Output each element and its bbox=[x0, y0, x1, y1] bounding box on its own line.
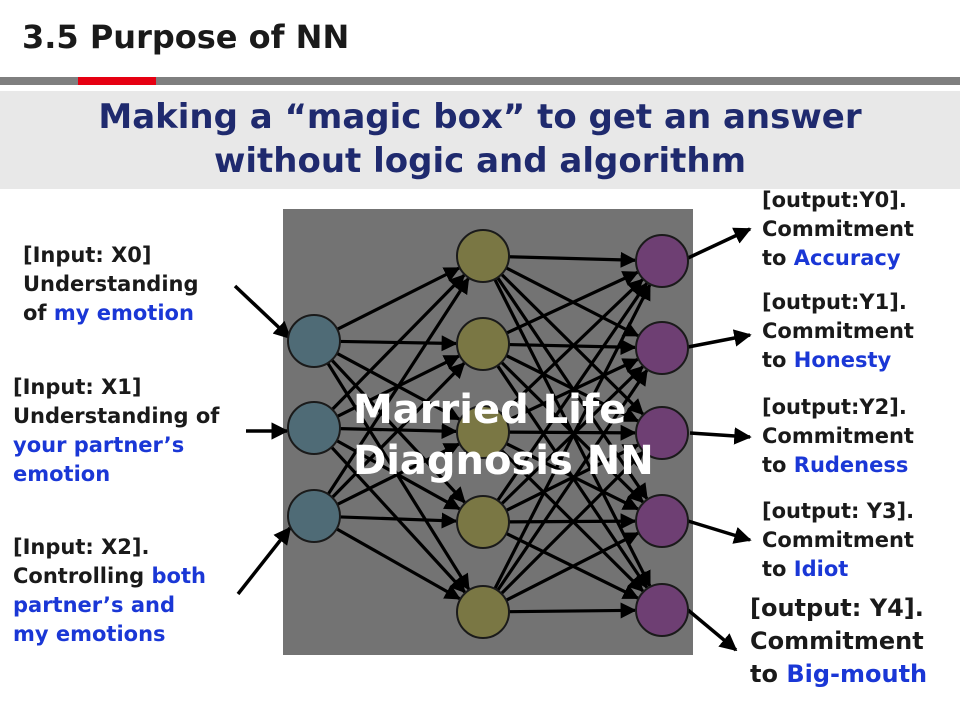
title-rule-accent bbox=[78, 77, 156, 85]
input-x0-prefix: of bbox=[23, 301, 54, 325]
connection-input1-hidden0 bbox=[331, 274, 466, 411]
input-x1-highlight-2: emotion bbox=[13, 462, 111, 486]
output-node-2 bbox=[635, 406, 689, 460]
output-y0-tag: [output:Y0]. bbox=[762, 188, 907, 212]
output-y1-highlight: Honesty bbox=[793, 348, 892, 372]
connection-hidden4-output4 bbox=[508, 602, 637, 619]
output-y2-tag: [output:Y2]. bbox=[762, 395, 907, 419]
output-node-4 bbox=[635, 583, 689, 637]
output-y3-prefix: to bbox=[762, 557, 794, 581]
input-x2-highlight-2: partner’s and bbox=[13, 593, 175, 617]
hidden-node-3 bbox=[456, 495, 510, 549]
output-y0-text: Commitment bbox=[762, 217, 914, 241]
input-x0-tag: [Input: X0] bbox=[23, 243, 152, 267]
connection-hidden2-output0 bbox=[500, 278, 644, 416]
output-arrow-y2 bbox=[689, 427, 752, 445]
connection-hidden3-output2 bbox=[505, 443, 640, 512]
output-arrow-y4 bbox=[686, 608, 738, 652]
banner: Making a “magic box” to get an answer wi… bbox=[0, 91, 960, 189]
output-arrow-y3 bbox=[687, 519, 752, 544]
connection-input2-hidden1 bbox=[331, 362, 466, 499]
input-arrow-x2 bbox=[236, 526, 292, 596]
connection-input2-hidden2 bbox=[336, 442, 461, 506]
output-y3-highlight: Idiot bbox=[793, 557, 849, 581]
output-y1-tag: [output:Y1]. bbox=[762, 290, 907, 314]
output-y3-text: Commitment bbox=[762, 528, 914, 552]
connection-hidden3-output0 bbox=[496, 281, 649, 502]
input-x1-highlight: your partner’s bbox=[13, 433, 185, 457]
output-y2-highlight: Rudeness bbox=[793, 453, 909, 477]
output-arrow-y1 bbox=[687, 329, 752, 349]
input-x2-highlight-3: my emotions bbox=[13, 622, 166, 646]
connection-hidden0-output0 bbox=[508, 251, 637, 268]
input-x2-highlight: both bbox=[151, 564, 206, 588]
output-label-y3: [output: Y3]. Commitment to Idiot bbox=[762, 497, 914, 584]
input-node-1 bbox=[287, 401, 341, 455]
output-y3-tag: [output: Y3]. bbox=[762, 499, 915, 523]
input-x0-highlight: my emotion bbox=[53, 301, 194, 325]
connection-input2-hidden4 bbox=[335, 527, 461, 601]
hidden-node-2 bbox=[456, 405, 510, 459]
output-label-y4: [output: Y4]. Commitment to Big-mouth bbox=[750, 592, 927, 691]
output-label-y1: [output:Y1]. Commitment to Honesty bbox=[762, 288, 914, 375]
input-label-x1: [Input: X1] Understanding of your partne… bbox=[13, 373, 219, 489]
input-label-x0: [Input: X0] Understanding of my emotion bbox=[23, 241, 199, 328]
connection-input2-hidden3 bbox=[339, 512, 458, 529]
hidden-node-4 bbox=[456, 585, 510, 639]
input-node-0 bbox=[287, 314, 341, 368]
slide-title: 3.5 Purpose of NN bbox=[22, 18, 350, 56]
output-y4-prefix: to bbox=[750, 660, 787, 688]
input-x1-text: Understanding of bbox=[13, 404, 220, 428]
hidden-node-1 bbox=[456, 317, 510, 371]
output-arrow-y0 bbox=[687, 227, 752, 260]
connection-hidden4-output2 bbox=[500, 450, 645, 595]
connection-input0-hidden0 bbox=[336, 266, 461, 331]
output-label-y2: [output:Y2]. Commitment to Rudeness bbox=[762, 393, 914, 480]
banner-line-1: Making a “magic box” to get an answer bbox=[98, 97, 862, 137]
output-y0-highlight: Accuracy bbox=[793, 246, 901, 270]
input-x1-tag: [Input: X1] bbox=[13, 375, 142, 399]
input-x2-prefix: Controlling bbox=[13, 564, 152, 588]
output-y0-prefix: to bbox=[762, 246, 794, 270]
input-x2-tag: [Input: X2]. bbox=[13, 535, 150, 559]
input-label-x2: [Input: X2]. Controlling both partner’s … bbox=[13, 533, 206, 649]
output-y2-text: Commitment bbox=[762, 424, 914, 448]
connection-input2-hidden0 bbox=[326, 277, 470, 496]
network-name-line-2: Diagnosis NN bbox=[353, 438, 654, 484]
output-node-0 bbox=[635, 234, 689, 288]
connection-hidden4-output1 bbox=[496, 369, 649, 592]
output-node-1 bbox=[635, 321, 689, 375]
connection-hidden1-output0 bbox=[505, 270, 639, 335]
banner-line-2: without logic and algorithm bbox=[213, 141, 747, 181]
network-name-line-1: Married Life bbox=[353, 387, 627, 433]
input-node-2 bbox=[287, 489, 341, 543]
output-y1-prefix: to bbox=[762, 348, 794, 372]
output-y4-text: Commitment bbox=[750, 627, 924, 655]
connection-hidden1-output2 bbox=[505, 354, 640, 423]
hidden-node-0 bbox=[456, 229, 510, 283]
output-y1-text: Commitment bbox=[762, 319, 914, 343]
connection-hidden4-output3 bbox=[505, 531, 640, 602]
output-y4-highlight: Big-mouth bbox=[786, 660, 928, 688]
output-node-3 bbox=[635, 494, 689, 548]
input-x0-text: Understanding bbox=[23, 272, 199, 296]
output-label-y0: [output:Y0]. Commitment to Accuracy bbox=[762, 186, 914, 273]
input-arrow-x0 bbox=[233, 284, 292, 340]
output-y4-tag: [output: Y4]. bbox=[750, 594, 924, 622]
connection-hidden2-output2 bbox=[508, 424, 637, 441]
connection-hidden4-output0 bbox=[493, 283, 652, 590]
output-y2-prefix: to bbox=[762, 453, 794, 477]
title-rule bbox=[0, 77, 960, 85]
